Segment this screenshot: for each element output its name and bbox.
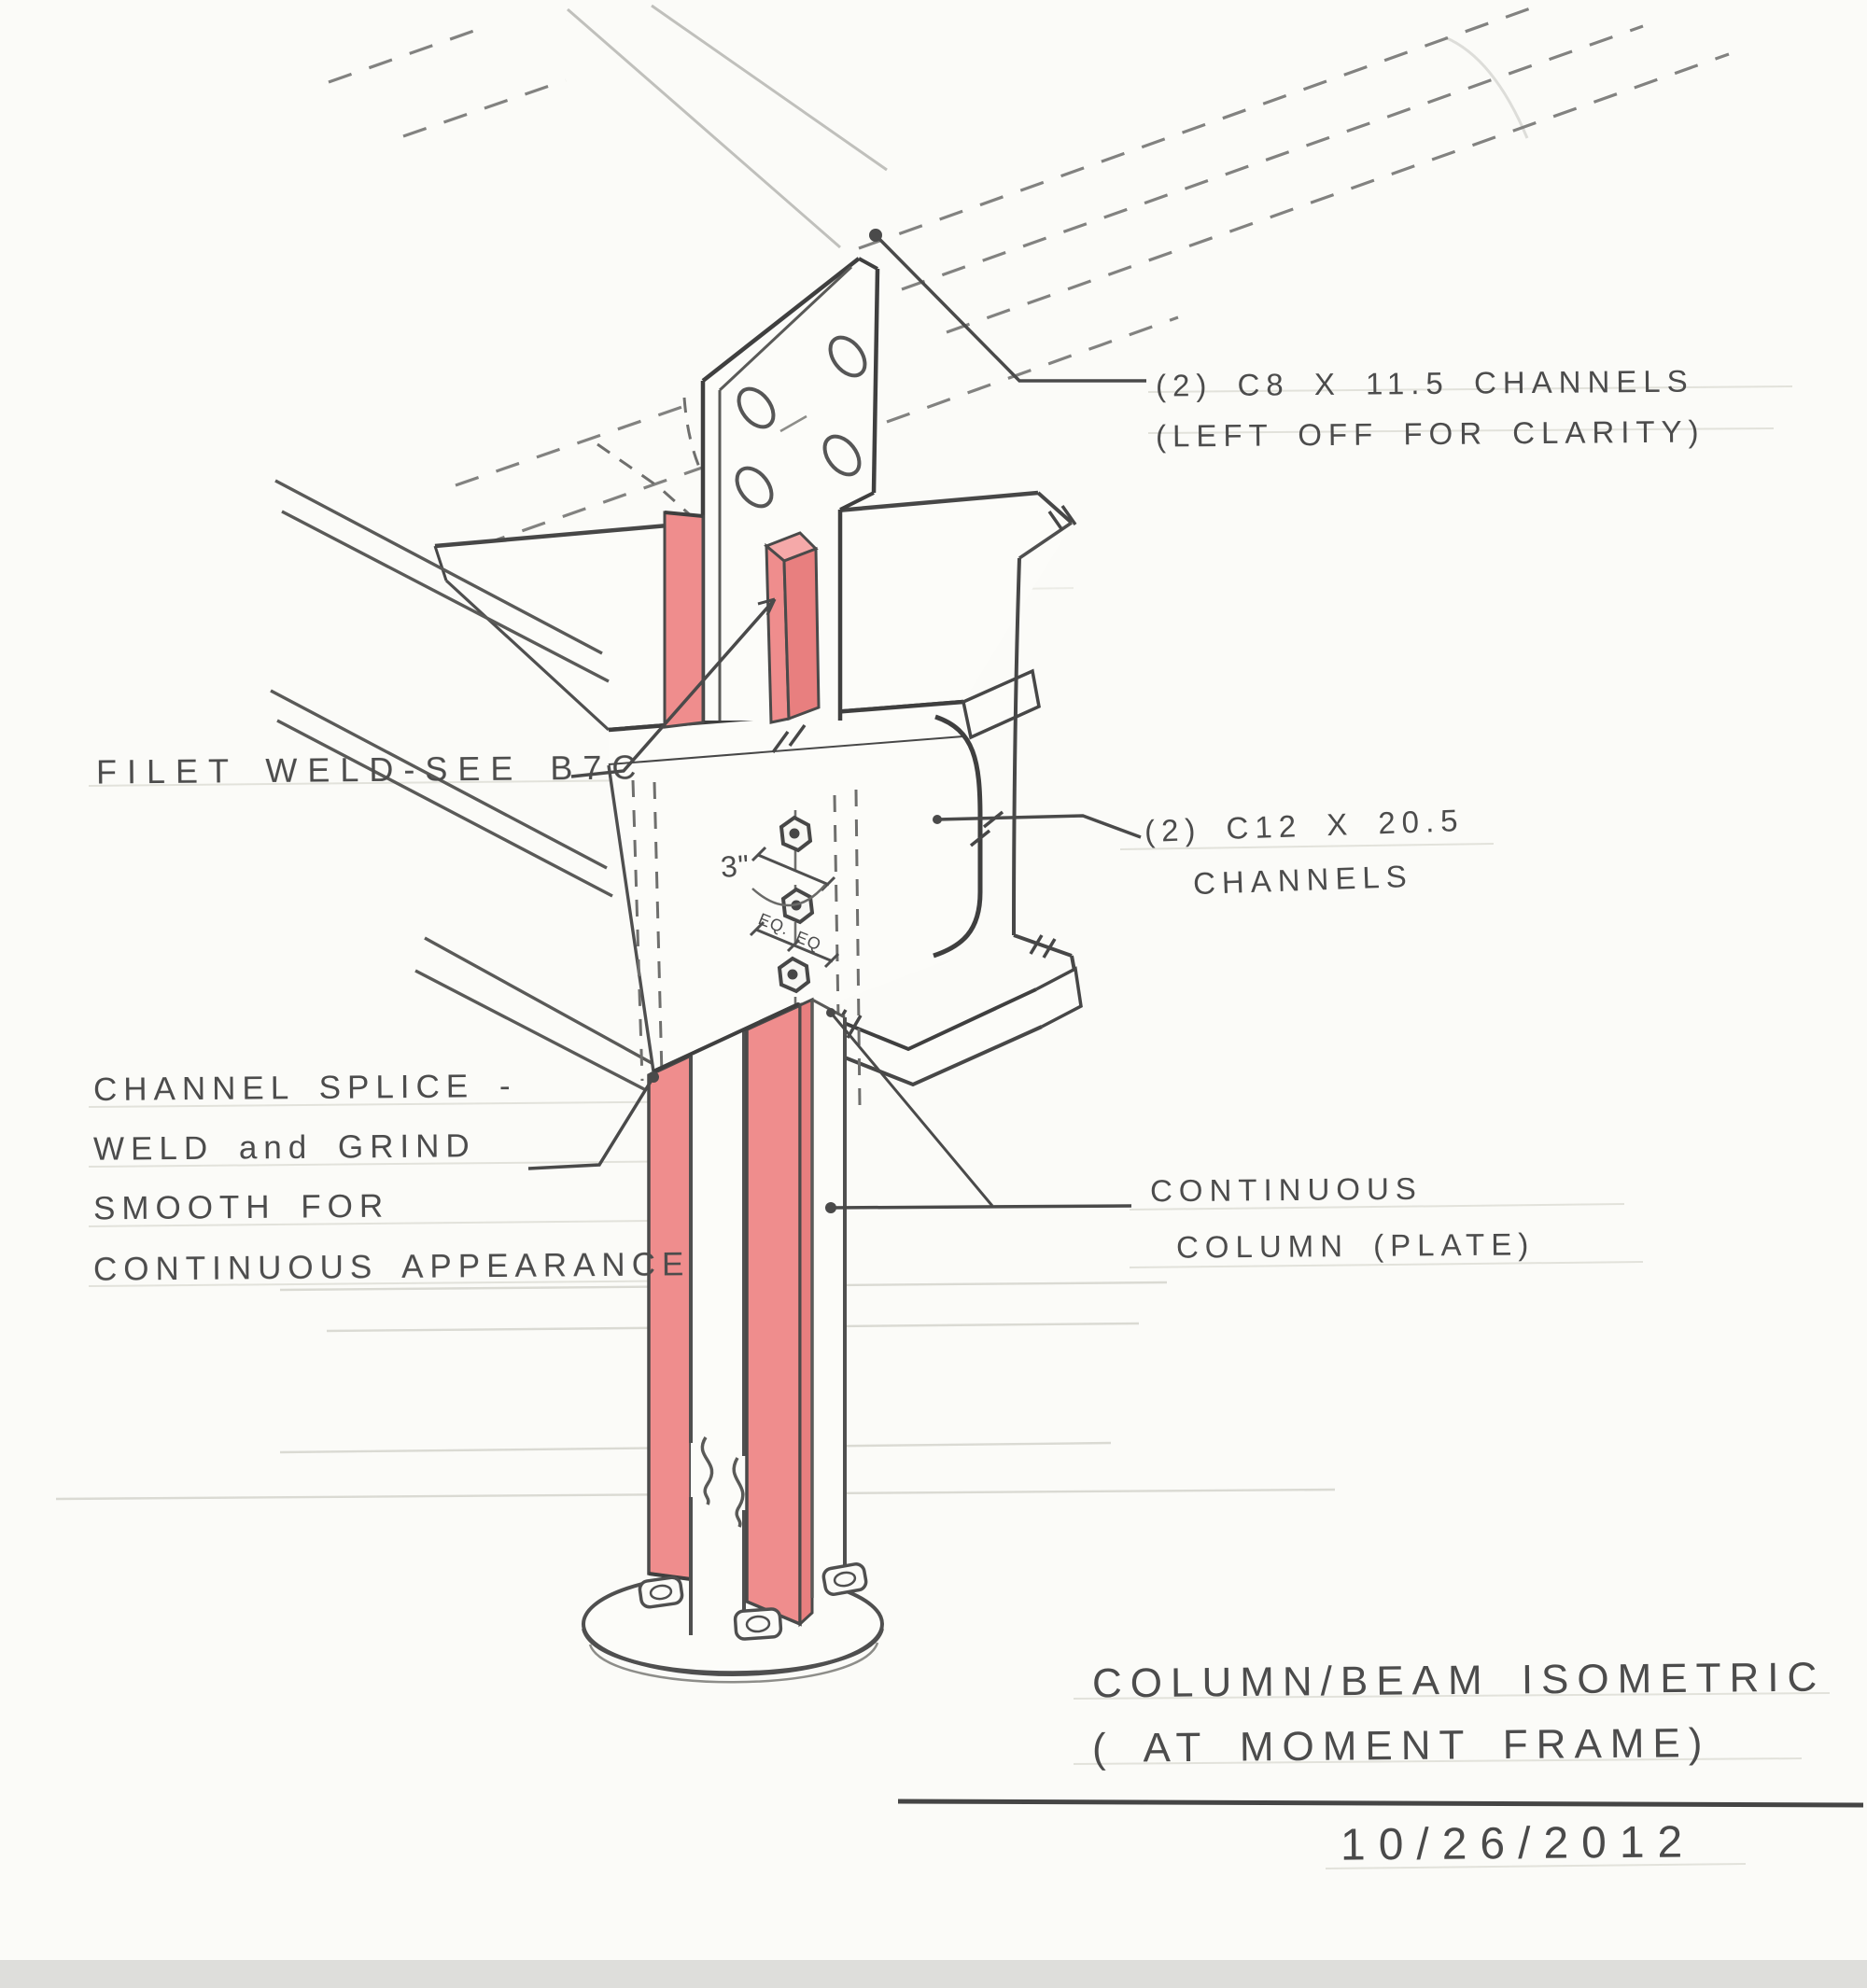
scanner-edge-band <box>0 1960 1867 1988</box>
hidden-plate-dashed-lines <box>631 779 862 1108</box>
drawing-date: 10/26/2012 <box>1340 1817 1696 1870</box>
label-channel-splice-line3: SMOOTH FOR <box>92 1187 390 1227</box>
break-line-squiggle <box>700 1436 714 1505</box>
label-c8-channels-line2: (LEFT OFF FOR CLARITY) <box>1155 413 1706 454</box>
label-channel-splice-line4: CONTINUOUS APPEARANCE <box>92 1246 691 1288</box>
anchor-bolts <box>638 1562 868 1641</box>
label-channel-splice-line2: WELD and GRIND <box>92 1127 476 1168</box>
gusset-plate <box>700 257 880 721</box>
drawing-title-line2: ( AT MOMENT FRAME) <box>1091 1720 1711 1771</box>
dashed-c8-channel-lines <box>328 6 1730 547</box>
gusset-bolt-holes <box>735 335 867 509</box>
title-underline <box>897 1799 1864 1808</box>
column-lower <box>647 997 847 1639</box>
leader-lines <box>527 229 1146 1213</box>
dim-3-inch: 3" <box>719 847 751 885</box>
construction-lines <box>567 4 1529 249</box>
dimension-lines <box>749 846 840 969</box>
drawing-title-line1: COLUMN/BEAM ISOMETRIC <box>1091 1654 1826 1707</box>
column-plates-upper-red <box>663 511 821 729</box>
label-channel-splice-line1: CHANNEL SPLICE - <box>92 1068 517 1108</box>
hidden-channel-dashed-left <box>597 442 696 521</box>
web-bolts <box>777 815 815 994</box>
beam-left-partial-lines <box>270 479 654 1092</box>
label-continuous-column-line1: CONTINUOUS <box>1149 1170 1423 1209</box>
label-continuous-column-line2: COLUMN (PLATE) <box>1175 1226 1536 1265</box>
label-filet-weld: FILET WELD-SEE B7C <box>95 748 647 791</box>
label-c8-channels-line1: (2) C8 X 11.5 CHANNELS <box>1155 363 1694 403</box>
